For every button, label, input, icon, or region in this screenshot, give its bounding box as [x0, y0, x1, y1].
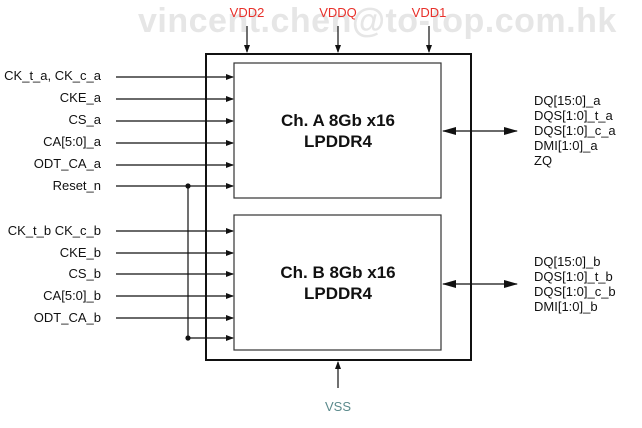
ground-pin-vss: VSS — [325, 399, 351, 414]
power-pin-vdd1: VDD1 — [412, 5, 447, 20]
io-label-b-1: DQS[1:0]_t_b — [534, 269, 613, 284]
input-label-b-0: CK_t_b CK_c_b — [8, 223, 101, 238]
io-label-a-2: DQS[1:0]_c_a — [534, 123, 616, 138]
input-label-a-0: CK_t_a, CK_c_a — [4, 68, 102, 83]
input-label-b-2: CS_b — [68, 266, 101, 281]
watermark: vincent.chen@to-top.com.hk — [138, 2, 617, 40]
io-label-a-3: DMI[1:0]_a — [534, 138, 598, 153]
power-pin-vdd2: VDD2 — [230, 5, 265, 20]
input-label-a-3: CA[5:0]_a — [43, 134, 102, 149]
io-label-a-0: DQ[15:0]_a — [534, 93, 601, 108]
input-label-reset: Reset_n — [53, 178, 101, 193]
channel-b-inputs: CK_t_b CK_c_b CKE_b CS_b CA[5:0]_b ODT_C… — [8, 223, 234, 325]
power-pin-vddq: VDDQ — [319, 5, 357, 20]
io-label-zq: ZQ — [534, 153, 552, 168]
input-label-a-2: CS_a — [68, 112, 101, 127]
channel-a-title: Ch. A 8Gb x16 — [281, 111, 395, 130]
input-label-b-4: ODT_CA_b — [34, 310, 101, 325]
channel-b-type: LPDDR4 — [304, 284, 373, 303]
input-label-a-1: CKE_a — [60, 90, 102, 105]
channel-a-io-signals: DQ[15:0]_a DQS[1:0]_t_a DQS[1:0]_c_a DMI… — [534, 93, 616, 168]
channel-b-title: Ch. B 8Gb x16 — [280, 263, 395, 282]
channel-a-type: LPDDR4 — [304, 132, 373, 151]
package-outline — [205, 53, 472, 361]
io-label-a-1: DQS[1:0]_t_a — [534, 108, 614, 123]
input-label-b-1: CKE_b — [60, 245, 101, 260]
channel-a-die — [233, 62, 442, 199]
reset-junction-a — [185, 183, 191, 189]
io-label-b-3: DMI[1:0]_b — [534, 299, 598, 314]
channel-a-inputs: CK_t_a, CK_c_a CKE_a CS_a CA[5:0]_a ODT_… — [4, 68, 234, 193]
input-label-b-3: CA[5:0]_b — [43, 288, 101, 303]
input-label-a-4: ODT_CA_a — [34, 156, 102, 171]
channel-b-io-signals: DQ[15:0]_b DQS[1:0]_t_b DQS[1:0]_c_b DMI… — [534, 254, 616, 314]
channel-b-die — [233, 214, 442, 351]
io-label-b-0: DQ[15:0]_b — [534, 254, 601, 269]
io-label-b-2: DQS[1:0]_c_b — [534, 284, 616, 299]
